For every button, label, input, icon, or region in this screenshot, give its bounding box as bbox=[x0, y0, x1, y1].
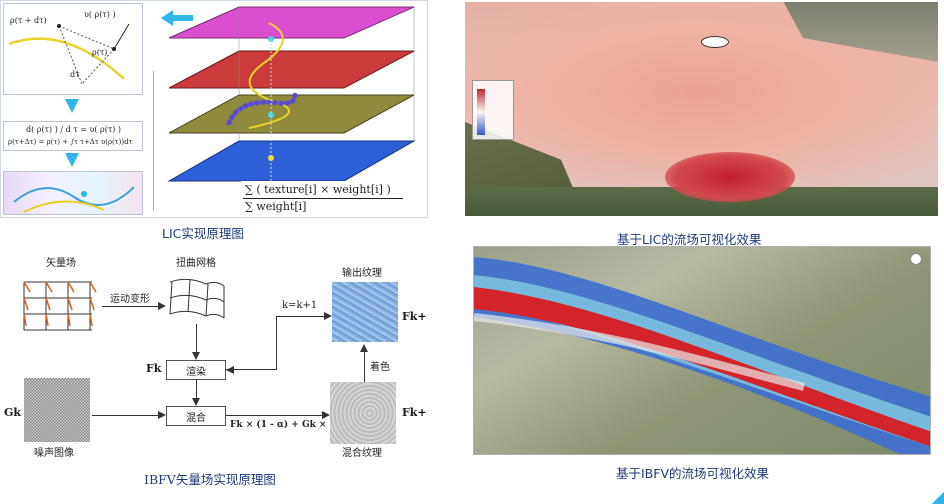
label-dt: dτ bbox=[70, 70, 80, 79]
noise-image bbox=[24, 378, 90, 442]
vector-field-thumbnail bbox=[3, 171, 143, 215]
equation-1: d( ρ(τ) ) / d τ = υ( ρ(τ) ) bbox=[26, 125, 122, 134]
arrow-blend-to-texture bbox=[226, 415, 322, 416]
lic-result-image bbox=[465, 2, 938, 216]
label-fk1-top: Fk+1 bbox=[402, 310, 428, 323]
compass-icon bbox=[910, 253, 922, 265]
feedback-line bbox=[226, 369, 276, 370]
label-gk: Gk bbox=[4, 406, 22, 419]
left-arrow-icon bbox=[171, 15, 193, 21]
formula-denominator: ∑ weight[i] bbox=[245, 200, 307, 213]
weighted-sum-formula: ∑ ( texture[i] × weight[i] ) ∑ weight[i] bbox=[241, 181, 411, 215]
ibfv-principle-panel: 矢量场 运动变形 扭曲网格 Fk 渲染 混合 bbox=[0, 248, 428, 458]
warped-grid bbox=[169, 278, 225, 319]
blend-formula: Fk × (1 - α) + Gk × α bbox=[230, 420, 337, 430]
arrow-up-coloring bbox=[364, 352, 365, 382]
label-output-texture: 输出纹理 bbox=[342, 268, 382, 279]
down-arrow-2 bbox=[65, 153, 79, 167]
output-texture-image bbox=[332, 282, 398, 342]
city-buildings bbox=[783, 2, 938, 62]
streamline-svg bbox=[8, 23, 130, 85]
lic-result-caption: 基于LIC的流场可视化效果 bbox=[617, 232, 762, 247]
label-motion-deform: 运动变形 bbox=[110, 294, 150, 305]
down-arrow-1 bbox=[65, 99, 79, 113]
arrow-noise-to-blend bbox=[92, 415, 158, 416]
label-k-update: k=k+1 bbox=[282, 300, 318, 311]
label-fk1-bottom: Fk+1 bbox=[402, 406, 428, 419]
label-blend-texture: 混合纹理 bbox=[342, 448, 382, 458]
ibfv-flow-svg bbox=[474, 257, 930, 454]
arrow-to-warped bbox=[102, 306, 160, 307]
ibfv-result-caption: 基于IBFV的流场可视化效果 bbox=[616, 466, 770, 481]
label-nu-rho: υ( ρ(τ) ) bbox=[84, 10, 116, 19]
render-label: 渲染 bbox=[186, 366, 206, 378]
white-marker-icon bbox=[701, 36, 729, 48]
ibfv-result-image bbox=[473, 246, 931, 455]
label-coloring: 着色 bbox=[370, 362, 390, 373]
label-rho-t: ρ(τ) bbox=[92, 48, 108, 57]
arrow-down-blend bbox=[196, 380, 197, 402]
label-fk: Fk bbox=[146, 362, 162, 375]
corner-accent bbox=[932, 492, 944, 504]
render-box: 渲染 bbox=[166, 360, 226, 380]
streamline-diagram: ρ(τ + dτ) υ( ρ(τ) ) ρ(τ) dτ bbox=[3, 3, 143, 95]
guide-line bbox=[153, 71, 154, 211]
arrow-down-render bbox=[196, 324, 197, 354]
texture-layers-svg bbox=[167, 6, 416, 182]
blend-label: 混合 bbox=[186, 412, 206, 424]
left-arrow-head bbox=[161, 10, 173, 26]
vector-field-grid bbox=[23, 281, 97, 331]
lic-principle-caption: LIC实现原理图 bbox=[162, 226, 244, 241]
ibfv-principle-caption: IBFV矢量场实现原理图 bbox=[144, 472, 276, 487]
label-noise-image: 噪声图像 bbox=[34, 448, 74, 458]
label-warped-grid: 扭曲网格 bbox=[176, 258, 216, 269]
equation-2: ρ(τ+Δτ) = ρ(τ) + ∫τ τ+Δτ υ(ρ(τ))dτ bbox=[8, 138, 133, 146]
label-vector-field: 矢量场 bbox=[46, 258, 76, 269]
lic-principle-panel: ρ(τ + dτ) υ( ρ(τ) ) ρ(τ) dτ d( ρ(τ) ) / … bbox=[0, 0, 428, 218]
blend-texture-image bbox=[330, 382, 396, 444]
hotspot-red bbox=[665, 152, 795, 202]
blend-box: 混合 bbox=[166, 406, 226, 426]
lic-color-legend bbox=[472, 80, 514, 140]
formula-numerator: ∑ ( texture[i] × weight[i] ) bbox=[245, 183, 391, 196]
label-rho-t-dt: ρ(τ + dτ) bbox=[10, 16, 47, 25]
equation-box: d( ρ(τ) ) / d τ = υ( ρ(τ) ) ρ(τ+Δτ) = ρ(… bbox=[3, 121, 143, 151]
